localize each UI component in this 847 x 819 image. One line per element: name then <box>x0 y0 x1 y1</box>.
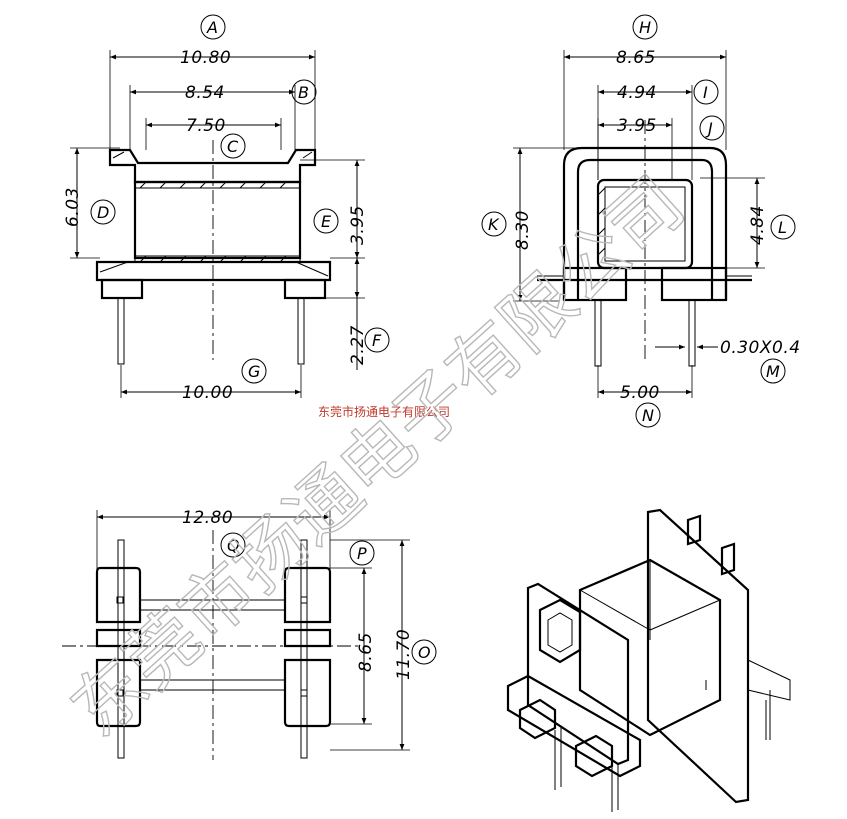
bottom-view: 12.80 8.65 11.70 Q P O <box>62 508 437 760</box>
dim-f-value: 2.27 <box>348 325 368 365</box>
dim-q-value: 12.80 <box>182 508 233 528</box>
label-p: P <box>357 544 367 563</box>
label-m: M <box>766 362 780 381</box>
dim-i-value: 4.94 <box>617 83 657 103</box>
label-h: H <box>639 18 651 37</box>
label-d: D <box>97 203 109 222</box>
dim-h-value: 8.65 <box>616 48 656 68</box>
dim-b-value: 8.54 <box>185 83 225 103</box>
dim-o-value: 11.70 <box>394 629 414 680</box>
dim-l-value: 4.84 <box>748 205 768 245</box>
dim-p-value: 8.65 <box>356 632 376 672</box>
label-k: K <box>488 215 500 234</box>
label-b: B <box>298 83 309 102</box>
dim-e-value: 3.95 <box>348 205 368 245</box>
dim-m-value: 0.30X0.4 <box>720 338 801 358</box>
watermark-small: 东莞市扬通电子有限公司 <box>318 404 450 419</box>
label-q: Q <box>227 536 240 555</box>
label-l: L <box>778 218 787 237</box>
label-n: N <box>642 406 654 425</box>
label-j: J <box>705 119 713 138</box>
label-o: O <box>418 643 431 662</box>
label-i: I <box>703 83 708 102</box>
isometric-view <box>506 508 791 812</box>
dim-n-value: 5.00 <box>620 383 660 403</box>
dim-g-value: 10.00 <box>182 383 233 403</box>
dim-k-value: 8.30 <box>513 210 533 250</box>
label-e: E <box>321 212 332 231</box>
label-g: G <box>248 362 260 381</box>
side-view: 8.65 4.94 3.95 8.30 4.84 0.30X0.4 5.00 H… <box>481 14 801 428</box>
dim-c-value: 7.50 <box>186 116 226 136</box>
front-view: 10.80 8.54 7.50 6.03 3.95 2.27 10.00 A B… <box>63 14 390 403</box>
dim-d-value: 6.03 <box>63 187 83 227</box>
label-a: A <box>206 18 218 37</box>
dim-j-value: 3.95 <box>617 116 657 136</box>
watermark-large: 东莞市扬通电子有限公司 <box>55 160 700 752</box>
label-f: F <box>372 331 382 350</box>
label-c: C <box>227 137 239 156</box>
dim-a-value: 10.80 <box>180 48 231 68</box>
